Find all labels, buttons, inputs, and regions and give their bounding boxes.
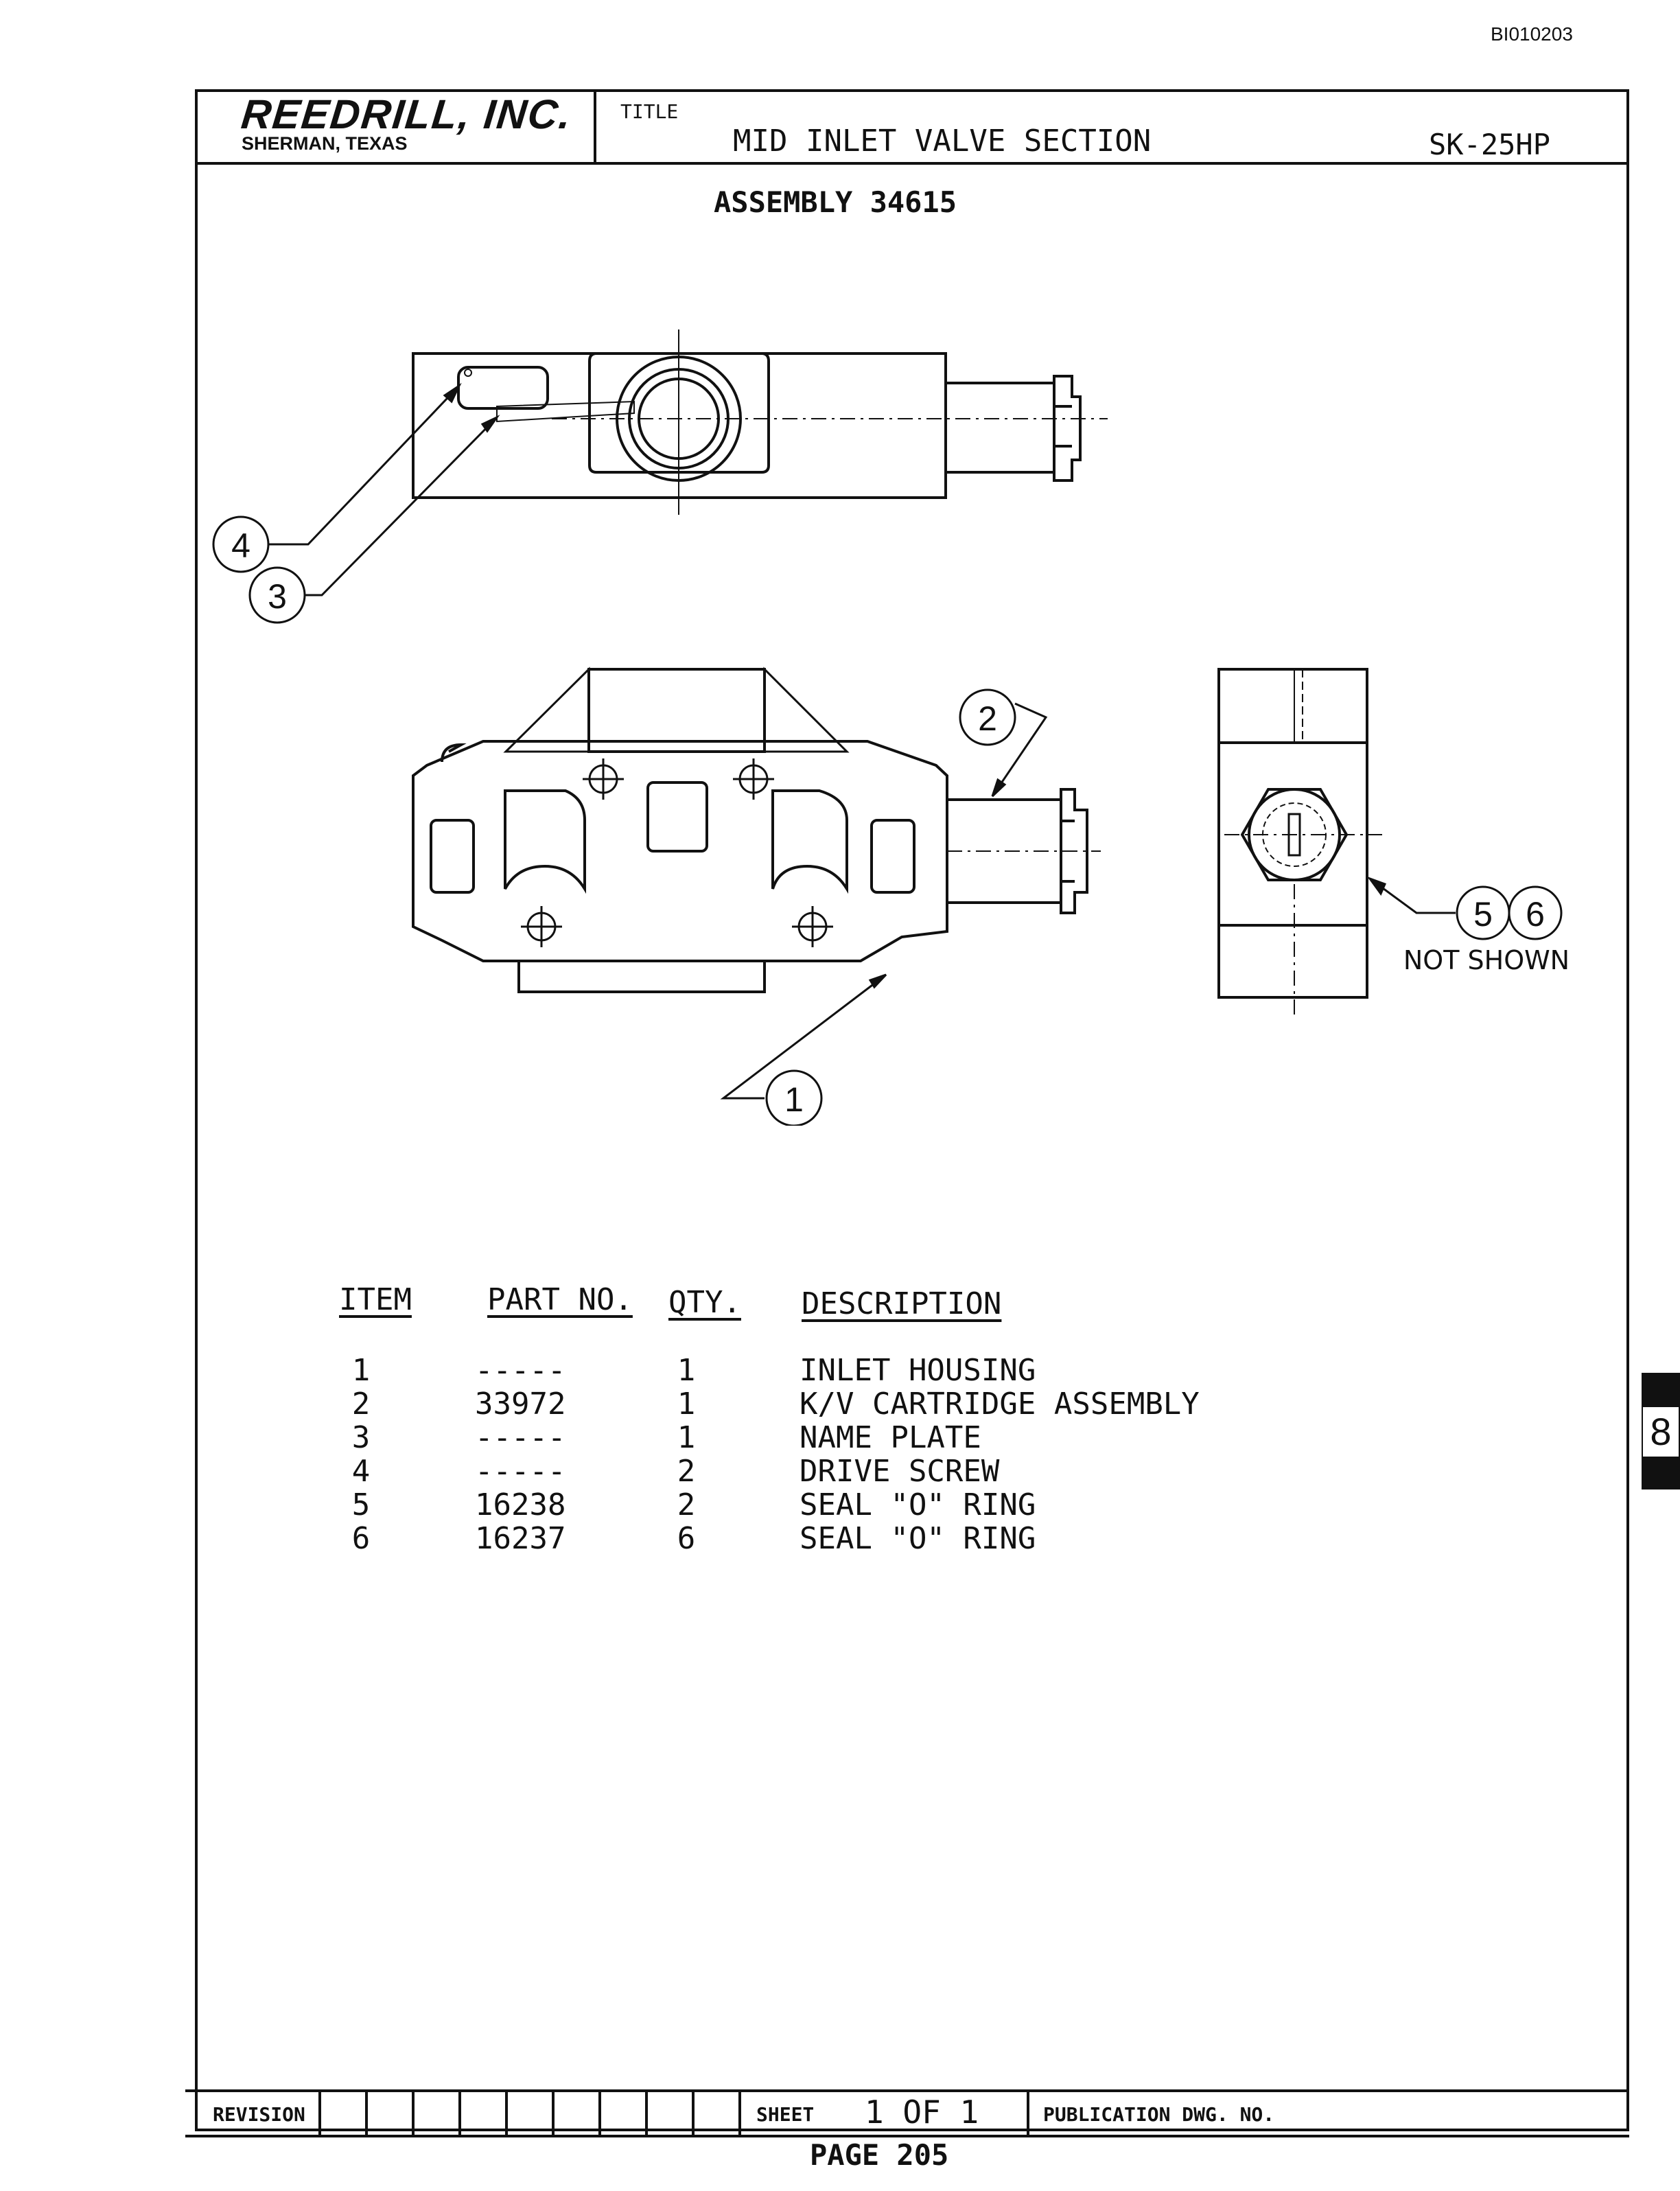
callout-3: 3 [268, 577, 287, 616]
table-cell: 3 [351, 1420, 371, 1455]
revision-cell [555, 2092, 601, 2135]
leaders-top [269, 382, 500, 596]
table-cell: NAME PLATE [800, 1420, 981, 1455]
revision-label-cell: REVISION [185, 2092, 321, 2135]
table-cell: 16237 [475, 1521, 566, 1556]
header-item: ITEM [339, 1282, 412, 1317]
revision-cell [648, 2092, 695, 2135]
sheet-cell: SHEET 1 OF 1 [741, 2092, 1029, 2135]
balloon-3 [248, 566, 306, 624]
table-cell: 5 [351, 1487, 371, 1522]
table-cell: ----- [475, 1454, 566, 1489]
assembly-number: ASSEMBLY 34615 [714, 185, 957, 219]
balloon-6 [1508, 885, 1563, 940]
revision-cell [461, 2092, 508, 2135]
drawing-frame [195, 89, 1629, 2131]
header-qty: QTY. [668, 1285, 741, 1320]
table-cell: K/V CARTRIDGE ASSEMBLY [800, 1387, 1200, 1422]
table-cell: 1 [677, 1353, 696, 1388]
table-cell: SEAL "O" RING [800, 1521, 1036, 1556]
header-part-no: PART NO. [487, 1282, 633, 1317]
balloon-1 [765, 1069, 823, 1126]
title-block-divider [594, 89, 596, 165]
company-logo: REEDRILL, INC. [239, 91, 574, 137]
table-cell: 1 [677, 1387, 696, 1422]
publication-label: PUBLICATION DWG. NO. [1043, 2103, 1275, 2126]
balloon-2 [959, 688, 1016, 746]
leaders-front [720, 702, 1048, 1100]
revision-label: REVISION [213, 2103, 305, 2126]
table-cell: 2 [351, 1387, 371, 1422]
table-cell: 4 [351, 1454, 371, 1489]
front-view [412, 666, 1101, 993]
sheet-label: SHEET [756, 2103, 815, 2126]
top-view [412, 329, 1108, 515]
header-description: DESCRIPTION [802, 1286, 1002, 1321]
sheet-value: 1 OF 1 [865, 2094, 979, 2131]
table-cell: DRIVE SCREW [800, 1454, 1000, 1489]
document-id: BI010203 [1491, 23, 1573, 45]
revision-cell [368, 2092, 415, 2135]
page-number: PAGE 205 [810, 2138, 949, 2172]
callout-5: 5 [1473, 895, 1493, 934]
callout-6: 6 [1526, 895, 1545, 934]
revision-cell [695, 2092, 741, 2135]
revision-cell [601, 2092, 648, 2135]
table-cell: INLET HOUSING [800, 1353, 1036, 1388]
table-cell: ----- [475, 1353, 566, 1388]
section-tab-label: 8 [1643, 1407, 1679, 1457]
table-cell: 16238 [475, 1487, 566, 1522]
table-cell: ----- [475, 1420, 566, 1455]
table-cell: 2 [677, 1454, 696, 1489]
model-number: SK-25HP [1429, 128, 1551, 161]
title-block [195, 89, 1629, 165]
table-cell: 33972 [475, 1387, 566, 1422]
leader-5-6 [1366, 876, 1456, 914]
table-cell: 2 [677, 1487, 696, 1522]
publication-label-cell: PUBLICATION DWG. NO. [1043, 2103, 1274, 2126]
callout-4: 4 [231, 526, 250, 565]
technical-drawing: 4 3 2 1 5 6 NOT SHOWN [212, 329, 1570, 1126]
table-cell: 1 [677, 1420, 696, 1455]
not-shown-note: NOT SHOWN [1403, 945, 1570, 975]
revision-block [185, 2089, 1629, 2137]
callout-1: 1 [784, 1080, 804, 1119]
table-cell: 1 [351, 1353, 371, 1388]
revision-cell [321, 2092, 368, 2135]
table-cell: SEAL "O" RING [800, 1487, 1036, 1522]
company-location: SHERMAN, TEXAS [242, 133, 408, 154]
title-label: TITLE [620, 100, 679, 123]
table-cell: 6 [677, 1521, 696, 1556]
table-cell: 6 [351, 1521, 371, 1556]
balloon-4 [212, 515, 270, 573]
balloons [212, 515, 1563, 1126]
side-view [1217, 668, 1382, 1016]
revision-cell [508, 2092, 555, 2135]
callout-2: 2 [978, 699, 997, 738]
drawing-title: MID INLET VALVE SECTION [733, 124, 1152, 159]
revision-cell [415, 2092, 461, 2135]
